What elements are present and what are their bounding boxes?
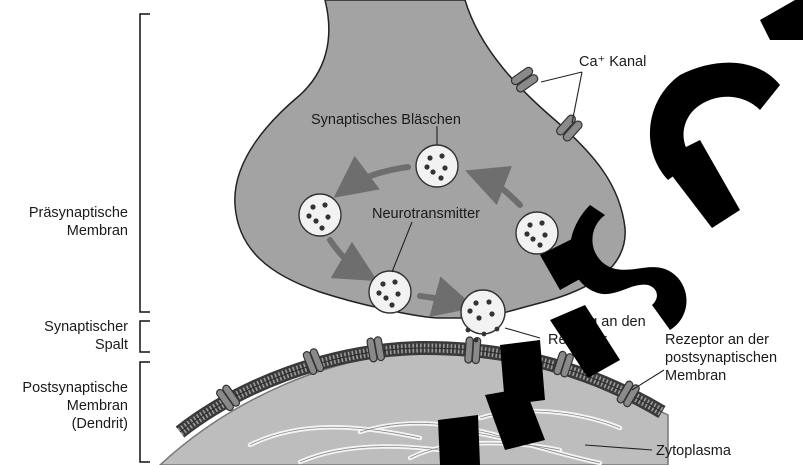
synaptic-vesicle [369, 271, 411, 313]
bracket-presynaptic [140, 14, 150, 312]
label-presynaptic-line2: Membran [67, 223, 128, 239]
watermark-letter [438, 415, 480, 465]
synaptic-vesicle [416, 145, 458, 187]
label-receptor-line1: Rezeptor an der [665, 332, 769, 348]
synaptic-vesicle [299, 194, 341, 236]
bracket-postsynaptic [140, 362, 150, 462]
bracket-cleft [140, 321, 150, 352]
label-cytoplasm: Zytoplasma [656, 443, 732, 459]
label-presynaptic-line1: Präsynaptische [29, 205, 128, 221]
label-receptor-line2: postsynaptischen [665, 350, 777, 366]
synaptic-vesicle [516, 212, 558, 254]
label-receptor-line3: Membran [665, 368, 726, 384]
left-labels: Präsynaptische Membran Synaptischer Spal… [22, 205, 128, 432]
label-postsynaptic-line1: Postsynaptische [22, 380, 128, 396]
label-cleft-line1: Synaptischer [44, 319, 128, 335]
label-neurotransmitter: Neurotransmitter [372, 206, 480, 222]
label-cleft-line2: Spalt [95, 337, 128, 353]
label-postsynaptic-line3: (Dendrit) [72, 416, 128, 432]
receptor-protein [465, 337, 481, 364]
label-synaptic-vesicle: Synaptisches Bläschen [311, 112, 461, 128]
region-brackets [140, 14, 150, 462]
label-ca-channel: Ca⁺ Kanal [579, 54, 646, 70]
watermark-letter [760, 0, 803, 40]
label-postsynaptic-line2: Membran [67, 398, 128, 414]
